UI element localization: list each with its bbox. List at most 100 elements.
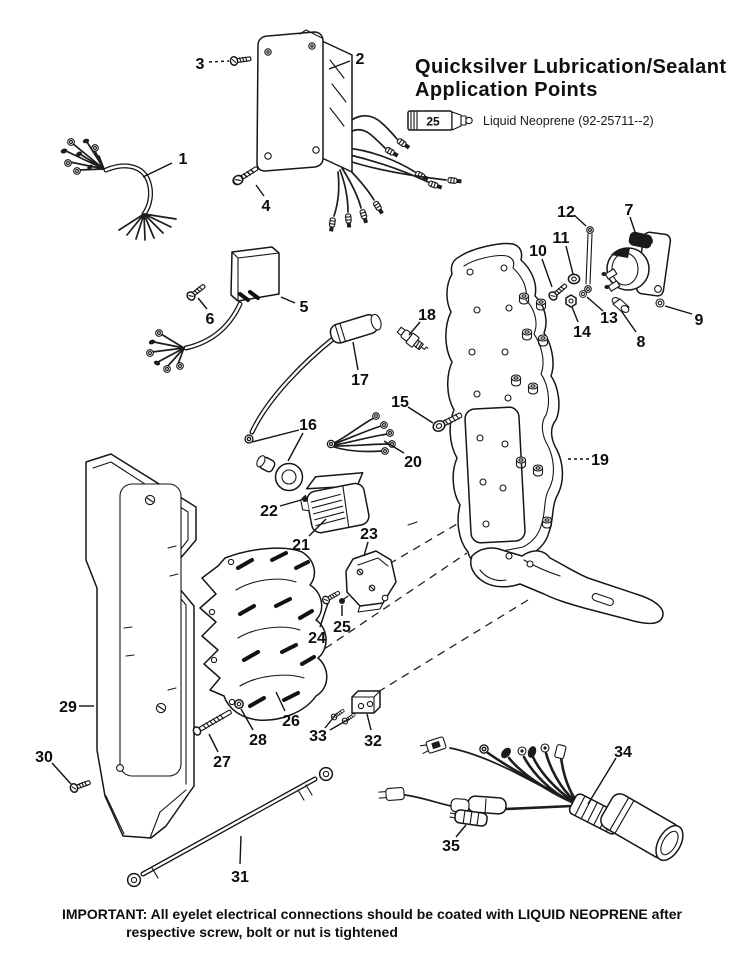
callout-31-leader [239, 835, 242, 865]
title-block: Quicksilver Lubrication/Sealant Applicat… [415, 56, 726, 101]
callout-26-number: 26 [282, 713, 300, 730]
part-25-sealant-point [339, 595, 349, 604]
part-5-rectifier [146, 246, 280, 373]
callout-18-number: 18 [418, 307, 436, 324]
callout-10-number: 10 [529, 243, 547, 260]
callout-11-leader [565, 245, 574, 275]
part-4-bolt [230, 163, 261, 188]
callout-7-leader [629, 216, 637, 236]
callout-3-leader [208, 60, 230, 63]
callout-18-leader [408, 321, 421, 336]
callout-14-leader [571, 306, 579, 323]
title-line1: Quicksilver Lubrication/Sealant [415, 56, 726, 78]
part-23-mount-plate [345, 550, 397, 613]
callout-33-number: 33 [309, 728, 327, 745]
callout-35-number: 35 [442, 838, 460, 855]
part-21-ignition-coil [300, 471, 370, 534]
callout-5-leader [280, 296, 296, 304]
part-7-starter-solenoid [601, 231, 672, 297]
callout-33-leader [324, 712, 338, 729]
part-22-screw [302, 496, 308, 502]
callout-16-leader [251, 429, 300, 443]
callout-9-leader [664, 305, 693, 315]
callout-8-number: 8 [637, 334, 646, 351]
callout-32-number: 32 [364, 733, 382, 750]
callout-35-leader [455, 824, 467, 838]
part-24-screw [320, 588, 342, 606]
part-26-coil-bracket [199, 547, 328, 721]
callout-17-leader [352, 341, 359, 371]
title-line2: Application Points [415, 79, 598, 101]
callout-34-number: 34 [614, 744, 632, 761]
callout-22-leader [279, 499, 302, 507]
footer-note: IMPORTANT: All eyelet electrical connect… [62, 906, 683, 940]
callout-layer: 1234567891011121314151617181920212223242… [35, 51, 703, 886]
callout-6-number: 6 [206, 311, 215, 328]
callout-4-leader [255, 184, 265, 197]
part-15-bolt [432, 412, 463, 432]
callout-10-leader [541, 258, 553, 288]
callout-20-leader [383, 440, 405, 454]
part-8-bushing [611, 297, 630, 313]
callout-2-number: 2 [356, 51, 365, 68]
callout-27-leader [208, 733, 219, 753]
callout-11-number: 11 [553, 230, 570, 247]
callout-20-number: 20 [404, 454, 422, 471]
callout-16-leader [287, 432, 304, 462]
callout-30-leader [51, 762, 72, 785]
callout-15-leader [407, 406, 434, 424]
callout-23-leader [363, 541, 369, 557]
part-29-cover-plate [85, 453, 197, 839]
part-2-switch-box [256, 29, 463, 233]
part-31-battery-cable [126, 766, 334, 888]
callout-15-number: 15 [391, 394, 409, 411]
callout-32-leader [366, 713, 372, 731]
callout-9-number: 9 [695, 312, 704, 329]
callout-34-leader [587, 757, 617, 805]
callout-30-number: 30 [35, 749, 53, 766]
legend-sealant: 25 Liquid Neoprene (92-25711--2) [407, 110, 654, 131]
part-34-wiring-harness [378, 736, 684, 862]
callout-13-leader [586, 296, 604, 312]
callout-33-leader [329, 718, 350, 731]
part-14-nut [565, 294, 577, 308]
callout-21-number: 21 [292, 537, 310, 554]
part-35-fuse-holder [449, 809, 488, 827]
callout-28-number: 28 [249, 732, 267, 749]
part-13-nut [579, 290, 587, 298]
callout-28-leader [240, 708, 254, 731]
part-18-spark-plug [396, 326, 429, 351]
callout-19-number: 19 [591, 452, 609, 469]
callout-16-number: 16 [299, 417, 317, 434]
part-3-screw [229, 53, 253, 67]
callout-23-number: 23 [360, 526, 378, 543]
callout-7-number: 7 [625, 202, 634, 219]
part-20-lead-assembly [326, 412, 396, 455]
callout-1-number: 1 [179, 151, 188, 168]
part-1-wire-harness [60, 138, 177, 241]
callout-17-number: 17 [351, 372, 369, 389]
part-12-link [584, 226, 594, 293]
callout-29-number: 29 [59, 699, 77, 716]
part-32-terminal-block [351, 690, 381, 714]
callout-26-leader [275, 691, 286, 712]
sealant-tube-icon [407, 110, 473, 131]
footer-line1: IMPORTANT: All eyelet electrical connect… [62, 906, 683, 922]
callout-13-number: 13 [600, 310, 618, 327]
callout-31-number: 31 [231, 869, 249, 886]
callout-22-number: 22 [260, 503, 278, 520]
callout-8-leader [621, 311, 637, 333]
callout-4-number: 4 [262, 198, 271, 215]
callout-14-number: 14 [573, 324, 591, 341]
callout-27-number: 27 [213, 754, 231, 771]
part-30-screw [68, 777, 93, 795]
part-17-spark-plug-boot [244, 313, 382, 444]
sealant-tube-number: 25 [426, 115, 440, 129]
callout-6-leader [197, 297, 208, 310]
callout-25-number: 25 [333, 619, 351, 636]
callout-21-leader [308, 518, 327, 537]
part-6-screw [184, 281, 208, 303]
callout-5-number: 5 [300, 299, 309, 316]
